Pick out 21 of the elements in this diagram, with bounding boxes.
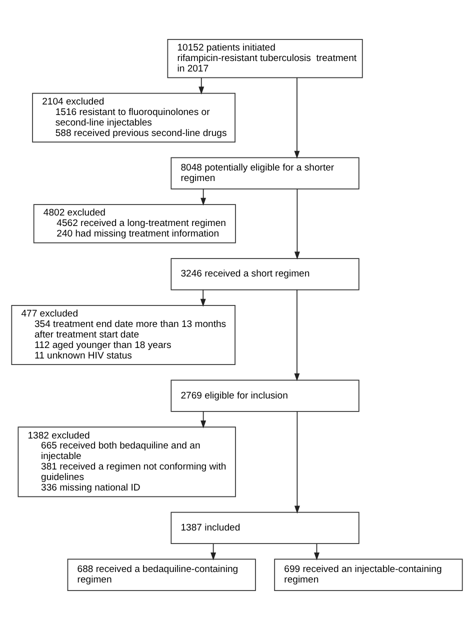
arrow [294, 289, 300, 382]
arrow [200, 411, 206, 428]
node-box: 8048 potentially eligible for a shorter regimen [170, 157, 360, 190]
arrow [294, 188, 300, 260]
arrow [314, 543, 320, 560]
arrow [294, 77, 300, 159]
node-box: 699 received an injectable-containing regimen [274, 558, 463, 591]
arrow [210, 543, 216, 560]
node-box: 1382 excluded 665 received both bedaquiline and an injectable 381 received a regimen not conforming with guidelines 336 missing national ID [18, 426, 236, 498]
node-box: 477 excluded 354 treatment end date more than 13 months after treatment start date 112 aged younger than 18 years 11 unknown HIV status [11, 305, 236, 365]
node-box: 4802 excluded 4562 received a long-treatment regimen 240 had missing treatment information [33, 204, 236, 244]
node-box: 2104 excluded 1516 resistant to fluoroquinolones or second-line injectables 588 received previous second-line drugs [32, 92, 236, 142]
node-box: 10152 patients initiated rifampicin-resistant tuberculosis treatment in 2017 [167, 39, 363, 78]
node-box: 3246 received a short regimen [170, 258, 360, 290]
arrow [200, 289, 206, 307]
arrow [198, 78, 204, 94]
node-box: 2769 eligible for inclusion [170, 380, 360, 412]
arrow [200, 188, 206, 206]
node-box: 1387 included [170, 512, 360, 544]
node-box: 688 received a bedaquiline-containing regimen [67, 558, 256, 591]
arrow [294, 411, 300, 514]
